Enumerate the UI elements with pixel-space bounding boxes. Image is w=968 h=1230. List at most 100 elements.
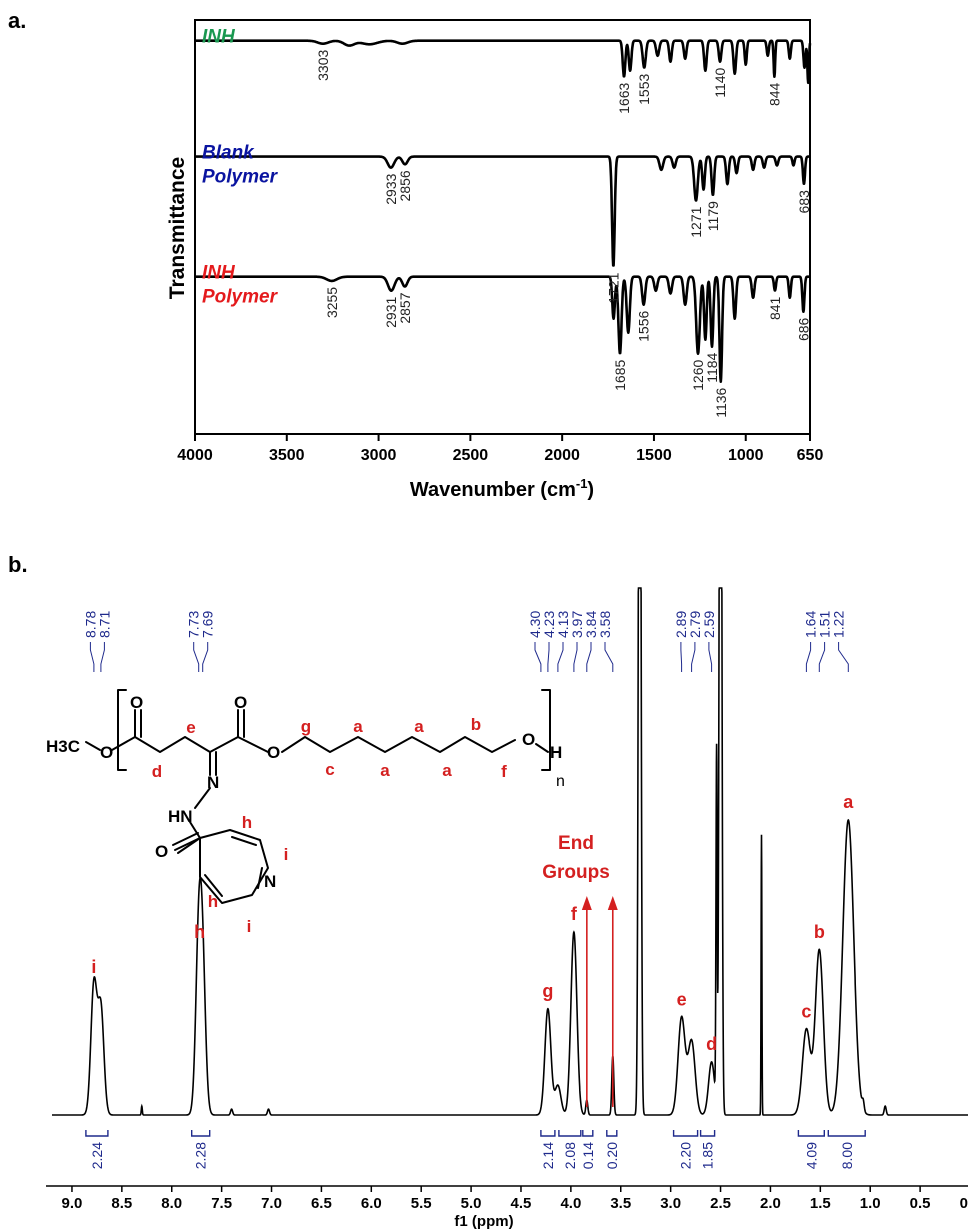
nmr-peak-leader (193, 642, 200, 672)
ftir-peak-label: 1721 (605, 272, 621, 303)
nmr-integral-value: 0.14 (580, 1142, 596, 1169)
end-group-arrow-head (581, 896, 592, 910)
ftir-series-label: INH (202, 27, 236, 48)
ftir-trace-0 (194, 39, 812, 85)
nmr-integral-bracket (797, 1130, 825, 1137)
atom-n: N (264, 872, 276, 891)
ftir-peak-label: 844 (766, 82, 782, 106)
nmr-peak-leader (708, 642, 713, 672)
nmr-x-tick-label: 9.0 (62, 1195, 83, 1212)
nmr-peak-leader (586, 642, 592, 672)
nmr-peak-leader (805, 642, 812, 672)
nmr-peak-label: 8.78 (82, 611, 98, 638)
nmr-x-tick-label: 5.5 (411, 1195, 432, 1212)
nmr-spectrum (52, 587, 968, 1116)
ftir-peak-label: 1136 (713, 387, 729, 417)
nmr-peak-leader (534, 642, 542, 672)
nmr-assignment-label: e (677, 990, 687, 1010)
panel-a-label: a. (8, 8, 26, 33)
nmr-x-tick-label: 3.5 (610, 1195, 631, 1212)
ftir-peak-label: 3255 (324, 287, 340, 318)
structure-labels: d e g c a a a a b f h i h i (152, 715, 507, 936)
nmr-integral-bracket (558, 1130, 582, 1137)
nmr-peak-label: 8.71 (96, 611, 112, 638)
ftir-peak-label: 2856 (397, 170, 413, 201)
ftir-peak-label: 841 (767, 296, 783, 320)
nmr-peak-leader (680, 642, 683, 672)
nmr-x-tick-label: 2.0 (760, 1195, 781, 1212)
label-d: d (152, 762, 162, 781)
alkyl-chain (281, 736, 516, 753)
bond (237, 736, 269, 753)
nmr-integral-value: 2.08 (562, 1142, 578, 1169)
nmr-integral-value: 2.24 (89, 1142, 105, 1169)
label-a: a (414, 717, 424, 736)
nmr-x-tick-label: 6.0 (361, 1195, 382, 1212)
label-c: c (325, 760, 334, 779)
atom-o: O (100, 743, 113, 762)
label-i: i (284, 845, 289, 864)
nmr-assignment-label: a (843, 792, 854, 812)
end-groups-label-line2: Groups (542, 862, 610, 883)
nmr-integral-value: 2.14 (540, 1142, 556, 1169)
structure-text: H3C O O O O O H N HN O N n (46, 693, 565, 891)
end-groups-annotation: End Groups (542, 833, 618, 1107)
ftir-x-tick-label: 1500 (636, 447, 672, 464)
ftir-x-axis-label-sup: -1 (576, 476, 588, 491)
ftir-peak-label: 1260 (690, 359, 706, 390)
nmr-peak-leader (89, 642, 95, 672)
ftir-x-tick-label: 1000 (728, 447, 764, 464)
nmr-peak-leader (691, 642, 696, 672)
n-n-bond (194, 787, 211, 809)
nmr-peak-label: 7.73 (186, 611, 202, 638)
atom-o: O (522, 730, 535, 749)
nmr-x-tick-label: 2.5 (710, 1195, 731, 1212)
nmr-integral-bracket (85, 1130, 109, 1137)
label-h: h (242, 813, 252, 832)
nmr-integral-value: 1.85 (700, 1142, 716, 1169)
ftir-series-label: Blank (202, 143, 255, 164)
nmr-peak-label: 3.58 (597, 611, 613, 638)
nmr-integral-bracket (606, 1130, 618, 1137)
nmr-peak-leader (202, 642, 209, 672)
ftir-trace-1 (194, 155, 811, 267)
ftir-series-label: Polymer (202, 287, 279, 308)
nmr-peak-label: 1.51 (817, 611, 833, 638)
pyridine-inner (204, 836, 263, 897)
nmr-integral-value: 0.20 (604, 1142, 620, 1169)
nmr-trace (52, 587, 968, 1116)
label-a: a (353, 717, 363, 736)
ftir-x-axis-label: Wavenumber (cm-1) (410, 476, 594, 501)
nmr-peak-label: 3.84 (583, 611, 599, 638)
ftir-x-tick-label: 3500 (269, 447, 305, 464)
ftir-peak-label: 1140 (712, 67, 728, 97)
ftir-peak-label: 2933 (383, 173, 399, 204)
nmr-x-axis-label: f1 (ppm) (454, 1213, 513, 1230)
nmr-x-tick-label: 6.5 (311, 1195, 332, 1212)
ftir-peak-label: 1556 (636, 310, 652, 341)
ftir-x-tick-label: 2000 (544, 447, 580, 464)
nmr-x-tick-label: 1.0 (860, 1195, 881, 1212)
ftir-x-tick-label: 3000 (361, 447, 397, 464)
chemical-structure (85, 689, 551, 904)
nmr-x-tick-label: 4.0 (560, 1195, 581, 1212)
ftir-peak-label: 2857 (397, 292, 413, 323)
end-groups-arrows (581, 896, 618, 1107)
nmr-peak-label: 3.97 (569, 611, 585, 638)
nmr-x-tick-label: 8.5 (111, 1195, 132, 1212)
nmr-assignment-label: f (571, 904, 578, 924)
ftir-peak-label: 1184 (704, 352, 720, 382)
nmr-peak-leader (838, 642, 849, 672)
nmr-peak-label: 2.79 (687, 611, 703, 638)
nmr-integral-value: 8.00 (839, 1142, 855, 1169)
ftir-peak-label: 1685 (612, 359, 628, 390)
ftir-peak-label: 1271 (688, 206, 704, 237)
ftir-peak-label: 2931 (383, 296, 399, 327)
nmr-peak-leader (100, 642, 105, 672)
oh-bond (535, 743, 549, 753)
